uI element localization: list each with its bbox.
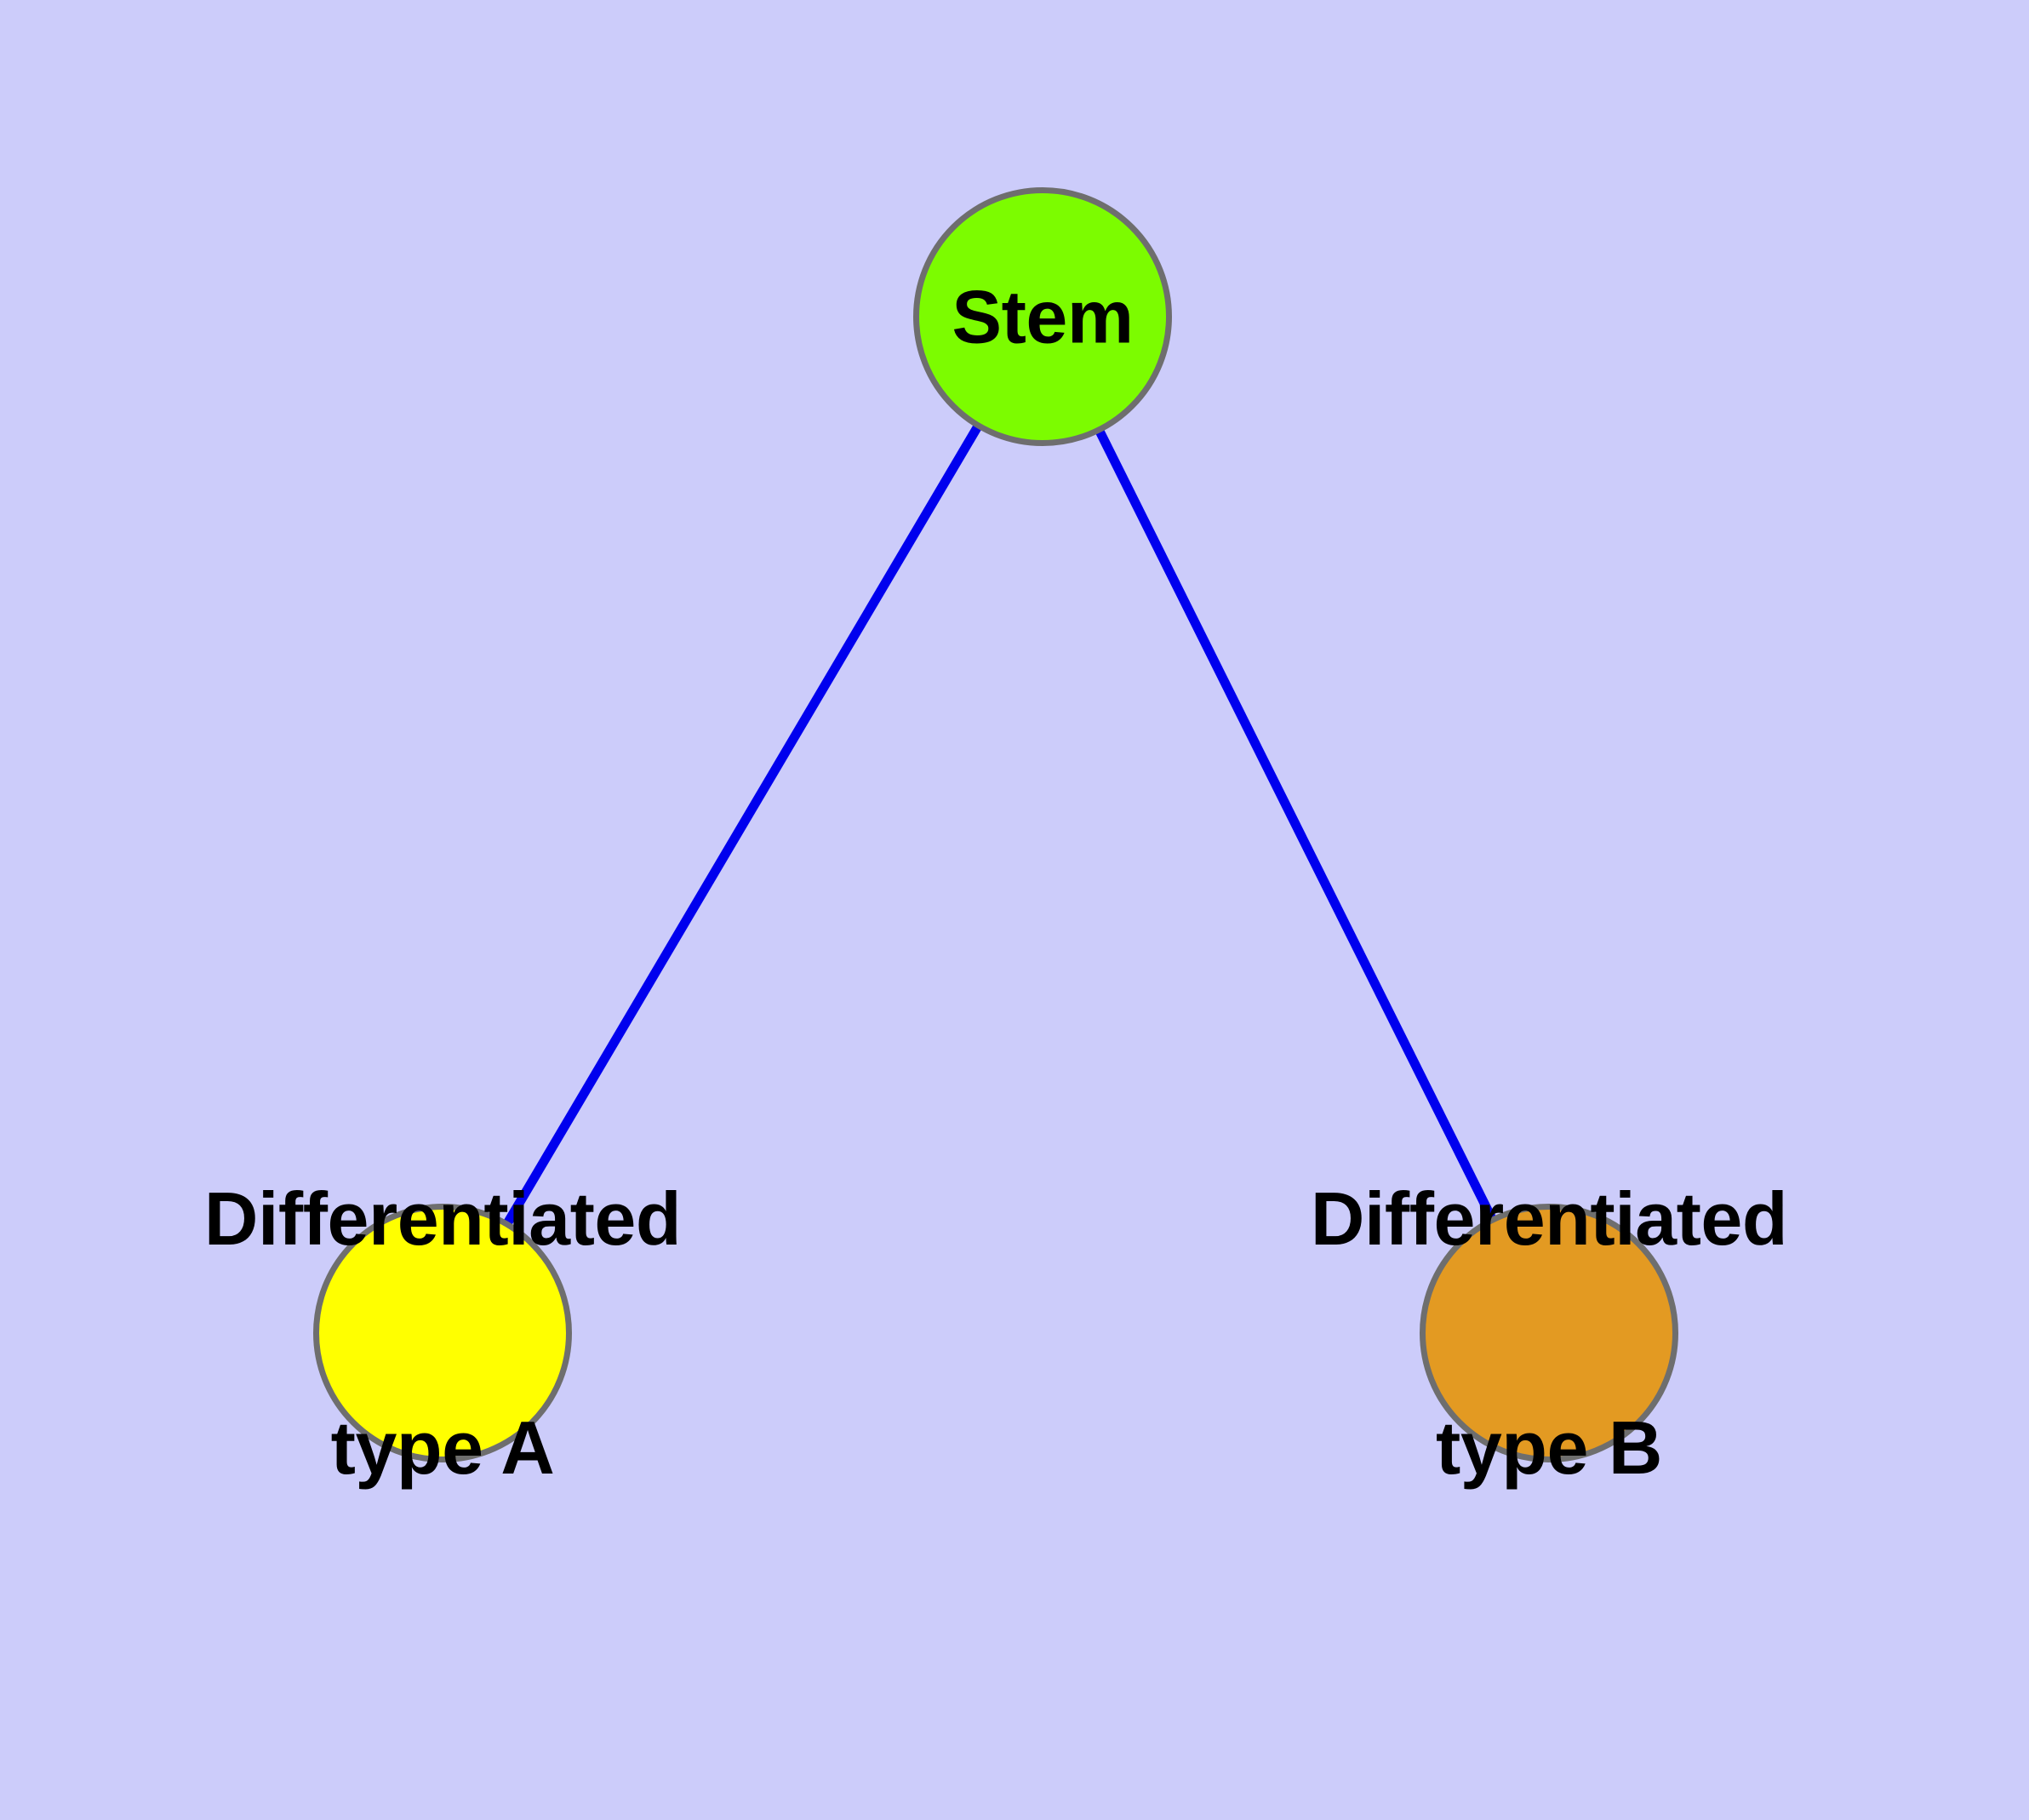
node-circle-diff-b[interactable]	[1420, 1204, 1678, 1462]
edge-stem-to-diff-a[interactable]	[502, 422, 983, 1228]
node-circle-stem[interactable]	[913, 187, 1172, 446]
edge-layer	[502, 422, 1497, 1228]
node-layer	[313, 187, 1678, 1462]
node-circle-diff-a[interactable]	[313, 1204, 572, 1462]
edge-stem-to-diff-b[interactable]	[1095, 427, 1497, 1222]
